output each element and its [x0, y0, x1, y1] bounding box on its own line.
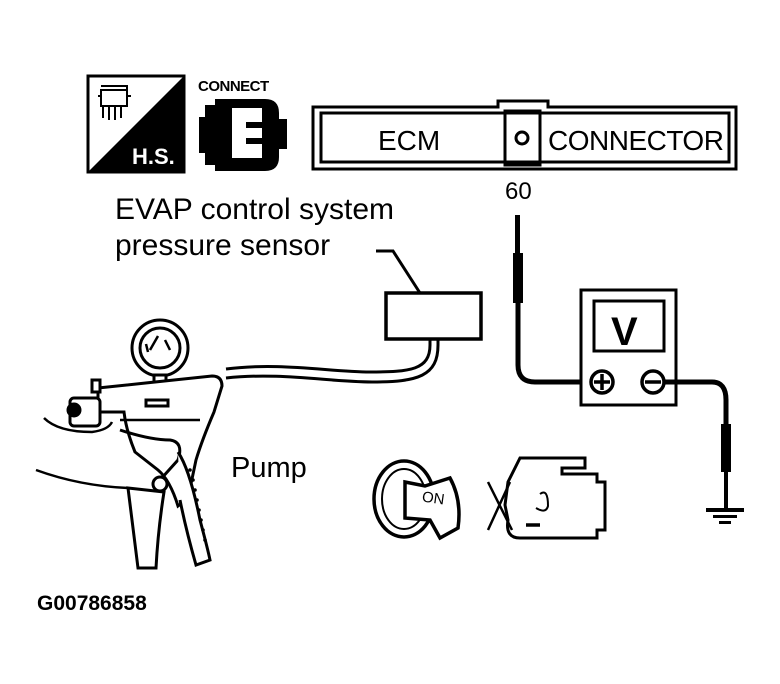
connect-label: CONNECT [198, 78, 269, 95]
positive-probe-lead [513, 215, 586, 385]
figure-id: G00786858 [37, 592, 147, 615]
sensor-label-line2: pressure sensor [115, 229, 331, 262]
voltmeter-symbol: V [611, 310, 638, 354]
connector-label: CONNECTOR [548, 125, 724, 156]
ground-icon [706, 508, 744, 524]
terminal-number: 60 [505, 178, 532, 205]
negative-probe-lead [665, 379, 731, 510]
harness-side-label: H.S. [132, 144, 175, 169]
pressure-sensor [376, 249, 483, 345]
vacuum-hose [225, 344, 440, 384]
ignition-key-icon [372, 459, 461, 541]
ignition-state-label: ON [420, 488, 446, 509]
sensor-label: EVAP control system pressure sensor [115, 192, 394, 264]
ecm-label: ECM [378, 125, 441, 156]
connector-icon [199, 99, 287, 171]
pump-label: Pump [231, 452, 307, 484]
vacuum-pump-icon [66, 318, 224, 570]
minus-terminal-icon [640, 369, 666, 395]
sensor-label-line1: EVAP control system [115, 193, 394, 226]
hand-outline [35, 417, 129, 490]
plus-terminal-icon [589, 369, 615, 395]
voltmeter-icon [579, 288, 678, 407]
ecm-connector-box [311, 99, 738, 171]
engine-icon [486, 456, 607, 540]
harness-side-icon [86, 74, 186, 174]
